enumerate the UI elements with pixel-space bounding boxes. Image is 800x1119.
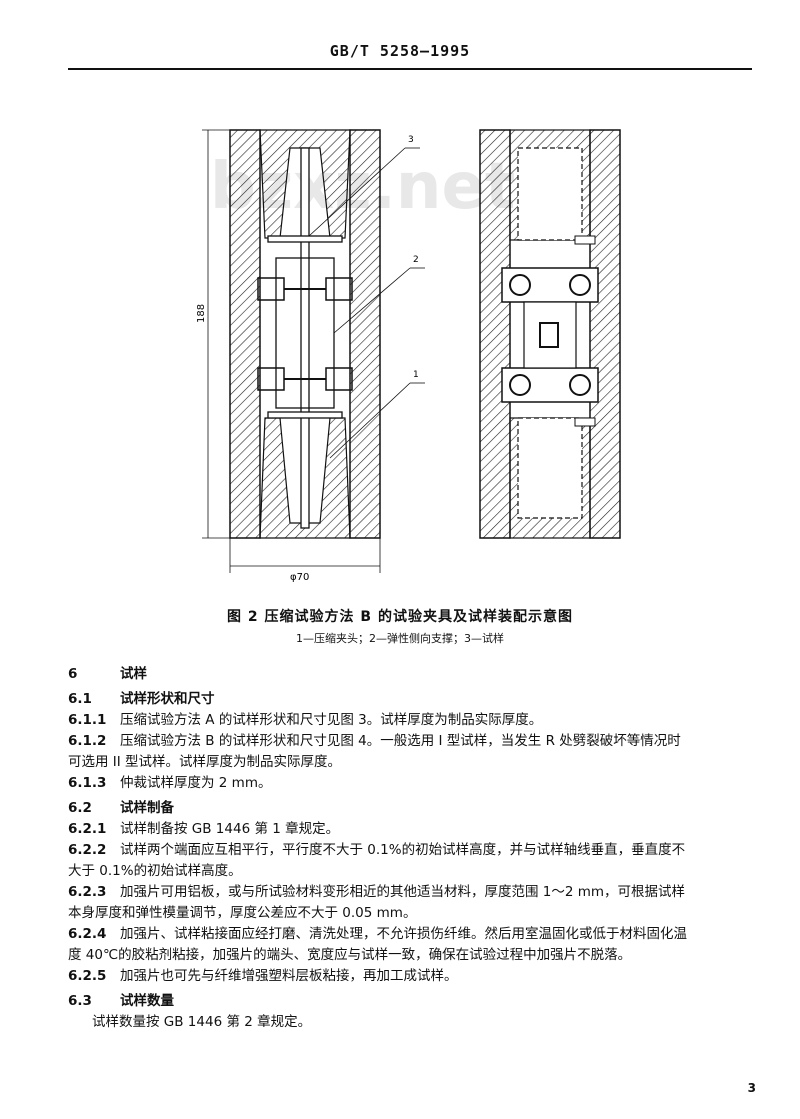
callout-1: 1 — [413, 370, 419, 380]
clause-6-2-3-continued: 本身厚度和弹性模量调节，厚度公差应不大于 0.05 mm。 — [68, 905, 417, 921]
lower-bolt-assembly — [257, 367, 353, 391]
fixture-drawing: bzxz.net — [196, 129, 621, 583]
width-dimension: φ70 — [290, 572, 309, 583]
height-dimension: 188 — [196, 304, 207, 323]
clause-6-2-4-continued: 度 40℃的胶粘剂粘接，加强片的端头、宽度应与试样一致，确保在试验过程中加强片不… — [68, 947, 632, 963]
header-rule — [68, 68, 752, 70]
page-number: 3 — [747, 1081, 756, 1095]
figure-caption: 图 2 压缩试验方法 B 的试验夹具及试样装配示意图 — [227, 609, 573, 625]
callout-2: 2 — [413, 255, 419, 265]
standard-header: GB/T 5258—1995 — [329, 42, 471, 60]
clause-6-3-text: 试样数量按 GB 1446 第 2 章规定。 — [92, 1014, 312, 1030]
clause-6-1-2-continued: 可选用 II 型试样。试样厚度为制品实际厚度。 — [68, 754, 342, 770]
upper-bolt-assembly — [257, 277, 353, 301]
figure-2: bzxz.net — [180, 118, 640, 588]
callout-3: 3 — [408, 135, 414, 145]
figure-legend: 1—压缩夹头；2—弹性侧向支撑；3—试样 — [296, 632, 504, 645]
right-front-view — [479, 129, 621, 539]
clause-6-2-2-continued: 大于 0.1%的初始试样高度。 — [68, 863, 242, 879]
left-sectional-view: 188 φ70 3 2 1 — [196, 129, 425, 583]
